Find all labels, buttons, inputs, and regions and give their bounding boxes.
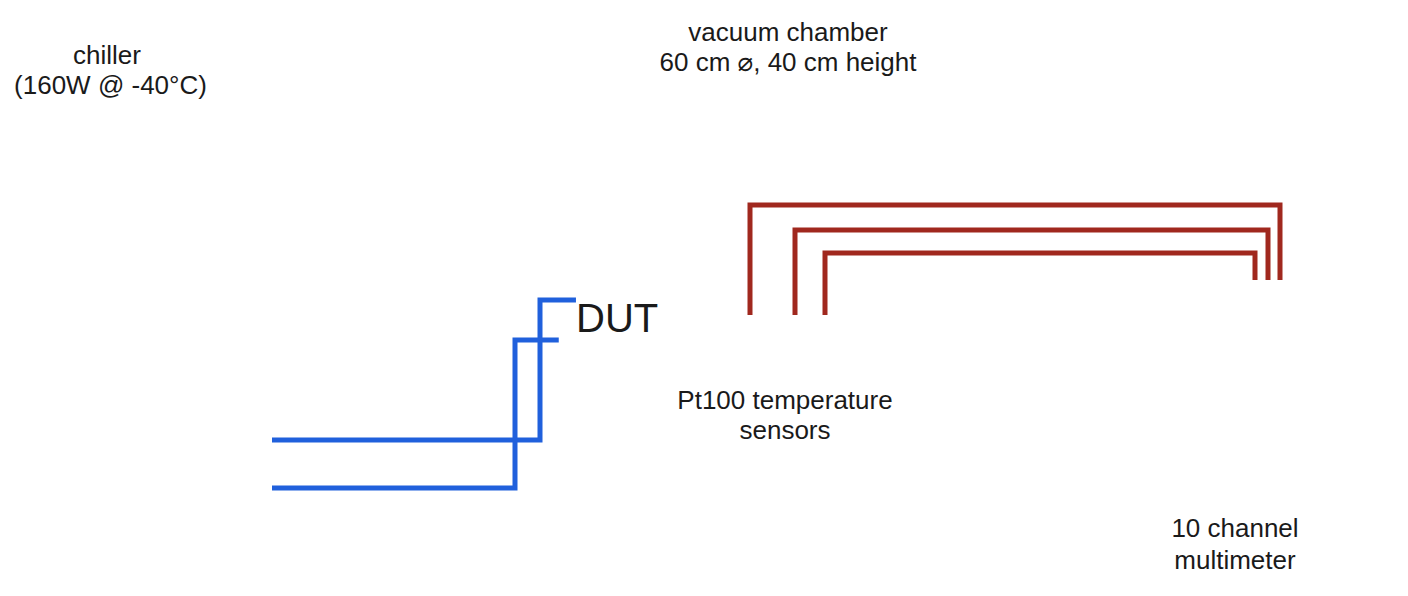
power-switch [224, 340, 236, 360]
controller-head [90, 126, 220, 218]
sensor-dot [815, 315, 835, 335]
multimeter-unit: 10 channel multimeter [1028, 280, 1400, 580]
node-heading-holder: DUT [576, 293, 686, 343]
meter-bottom [1042, 422, 1328, 500]
meter-button [1202, 404, 1214, 416]
chamber-wall [421, 145, 1153, 334]
meter-button [1102, 424, 1114, 436]
bath-lid [38, 216, 262, 242]
sensor-dot [785, 315, 805, 335]
node-subtext: (160W @ -40°C) [12, 70, 209, 100]
input-terminal [1255, 368, 1271, 384]
cooling-pipe [887, 298, 922, 303]
input-terminal [1282, 329, 1298, 345]
node-heading: 10 channel multimeter [1150, 512, 1320, 576]
sensor-dot [740, 315, 760, 335]
vacuum-chamber: vacuum chamber60 cm ⌀, 40 cm height DUT [418, 14, 1166, 394]
node-subtext-holder: 60 cm ⌀, 40 cm height [418, 47, 1158, 77]
meter-button [1182, 408, 1194, 420]
meter-button [1162, 412, 1174, 424]
node-heading-holder: 10 channel multimeter [1150, 512, 1320, 576]
meter-button [1122, 420, 1134, 432]
cooling-pipe [914, 358, 922, 363]
meter-display [1068, 350, 1198, 408]
sensor-label: Pt100 temperature sensors [655, 385, 915, 445]
lid-highlight [38, 216, 262, 221]
meter-foot [1300, 422, 1318, 432]
chiller-body [44, 242, 258, 562]
coolant-pipe [272, 340, 559, 488]
chamber-rim [421, 95, 1153, 195]
meter-button [1142, 416, 1154, 428]
sensor-wire [825, 253, 1255, 315]
meter-side [1323, 284, 1396, 422]
display-readout [1090, 370, 1178, 394]
node-heading: vacuum chamber [418, 17, 1158, 47]
control-knob [113, 164, 127, 172]
vent-grille [70, 336, 214, 514]
node-subtext: 60 cm ⌀, 40 cm height [418, 47, 1158, 77]
control-knob [183, 164, 197, 172]
node-heading: DUT [576, 293, 686, 343]
sensor-label-holder: Pt100 temperature sensors [655, 385, 915, 445]
input-terminal [1282, 363, 1298, 379]
node-subtext-holder: (160W @ -40°C) [12, 70, 209, 100]
chiller-display [140, 147, 178, 162]
coolant-pipe [272, 300, 576, 440]
multimeter-illustration [1028, 280, 1400, 510]
dut-plate [548, 272, 915, 365]
brand-stripe [1058, 344, 1090, 354]
control-panel [104, 140, 206, 176]
meter-button [1062, 432, 1074, 444]
hidden-pipe [920, 300, 924, 360]
sensor-wire [750, 205, 1280, 315]
chiller-illustration [12, 40, 272, 588]
meter-foot [1058, 490, 1076, 500]
node-heading: chiller [12, 40, 202, 70]
brand-mark [200, 252, 226, 258]
meter-button [1082, 428, 1094, 440]
wire-stub [1255, 280, 1280, 299]
node-heading-holder: chiller [12, 40, 202, 70]
chamber-bottom [421, 334, 1153, 379]
chiller-base [44, 560, 258, 580]
meter-front [1036, 284, 1328, 492]
lid-handle [124, 190, 186, 216]
input-terminal [1255, 334, 1271, 350]
sensor-wire [795, 230, 1268, 315]
device-under-test: DUT [548, 272, 915, 365]
chiller-unit: chiller(160W @ -40°C) [12, 40, 272, 588]
node-heading-holder: vacuum chamber [418, 17, 1158, 47]
